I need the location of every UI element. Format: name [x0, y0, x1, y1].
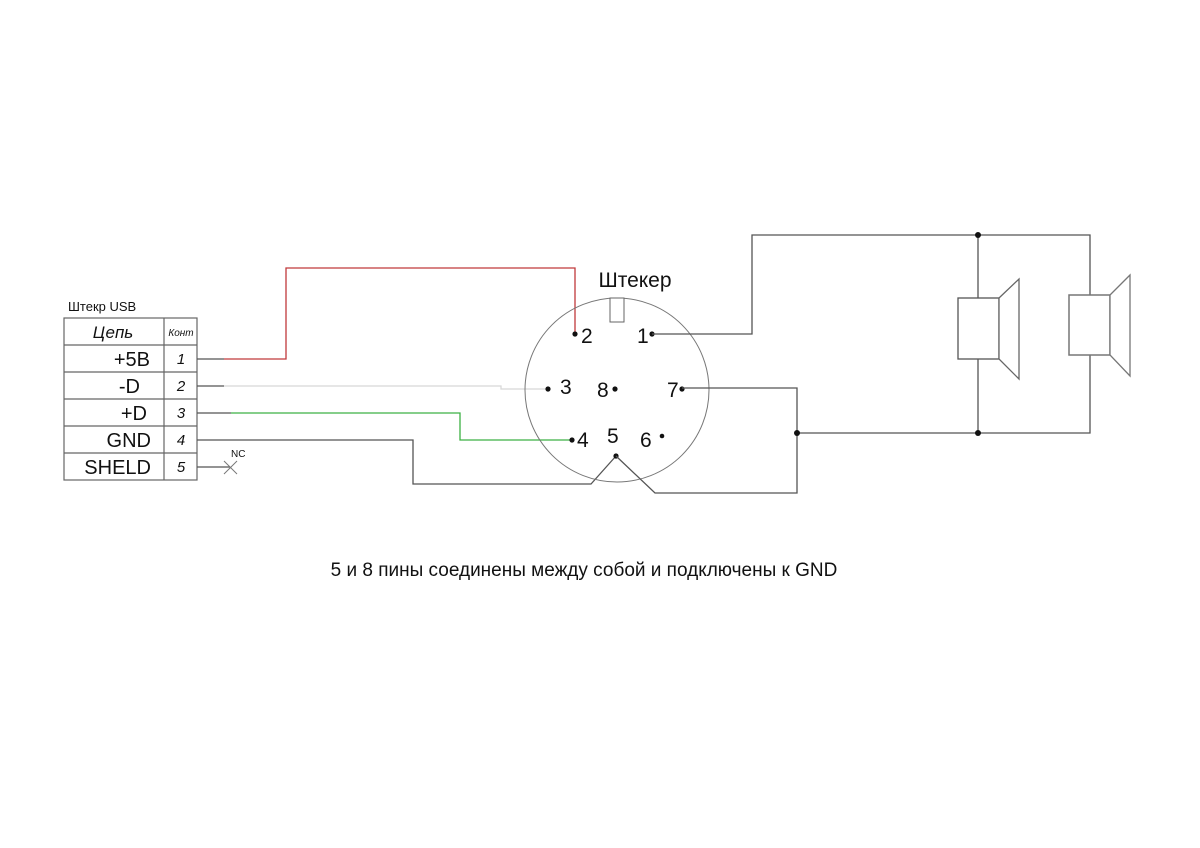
pin-4-label: 4 — [577, 429, 589, 452]
header-contact: Конт — [168, 328, 193, 339]
pin-8-label: 8 — [597, 379, 609, 402]
pin-4-dot — [569, 437, 575, 443]
pin-7-label: 7 — [667, 379, 679, 402]
wire-plus-d — [231, 412, 571, 441]
row-contact: 5 — [177, 459, 186, 476]
speaker-icon — [1068, 273, 1131, 378]
usb-wires: NC — [197, 267, 617, 485]
usb-pinout-table: Штекр USB Цепь Конт +5В 1 -D 2 +D 3 GND … — [63, 299, 198, 481]
pin-3-label: 3 — [560, 376, 572, 399]
row-circuit: +5В — [114, 349, 150, 371]
din-connector: Штекер 2 1 3 8 7 4 5 6 — [524, 269, 710, 483]
speaker-icon — [957, 277, 1020, 381]
row-circuit: SHELD — [84, 457, 151, 479]
pin-6-label: 6 — [640, 429, 652, 452]
header-circuit: Цепь — [93, 323, 133, 342]
nc-label: NC — [231, 449, 245, 460]
pin-3-dot — [545, 386, 551, 392]
connector-title: Штекер — [598, 269, 671, 292]
row-contact: 4 — [177, 432, 185, 449]
row-contact: 1 — [177, 351, 185, 368]
junction-dot — [975, 232, 981, 238]
wire-plus5v — [224, 267, 576, 360]
pin-8-dot — [612, 386, 618, 392]
pin-1-label: 1 — [637, 325, 649, 348]
speaker-wires — [615, 232, 1091, 494]
wire-pin5-pin7 — [615, 387, 798, 494]
nc-cross-icon — [223, 460, 238, 475]
row-contact: 2 — [176, 378, 186, 395]
row-circuit: -D — [119, 376, 140, 398]
junction-dot — [794, 430, 800, 436]
pin-2-dot — [572, 331, 578, 337]
row-circuit: GND — [107, 430, 151, 452]
usb-table-title: Штекр USB — [68, 299, 136, 314]
pin-2-label: 2 — [581, 325, 593, 348]
wire-pin1-top-bus — [652, 234, 1091, 335]
row-circuit: +D — [121, 403, 147, 425]
wire-minus-d — [224, 385, 548, 390]
junction-dot — [975, 430, 981, 436]
row-contact: 3 — [177, 405, 186, 422]
pin-6-dot — [659, 433, 665, 439]
wire-bottom-bus — [797, 355, 1091, 434]
wire-gnd — [197, 439, 617, 485]
connector-key — [609, 297, 625, 323]
pin-5-label: 5 — [607, 425, 619, 448]
diagram-note: 5 и 8 пины соединены между собой и подкл… — [331, 560, 838, 581]
pin-7-dot — [679, 386, 685, 392]
